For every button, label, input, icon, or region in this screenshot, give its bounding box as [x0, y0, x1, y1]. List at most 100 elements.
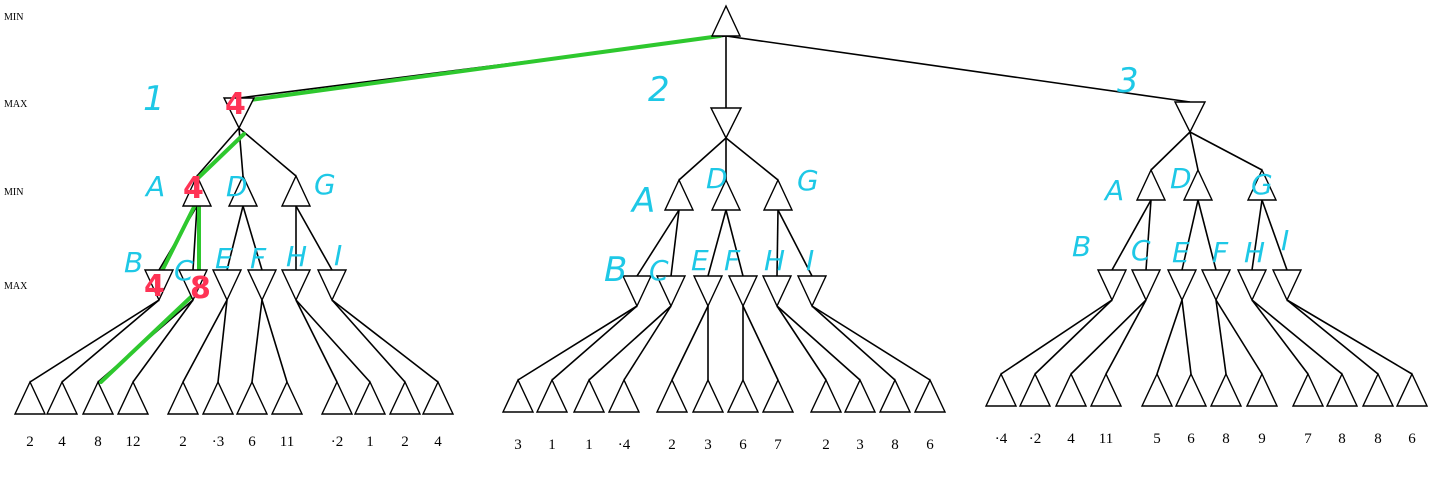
t3-max3-node-2	[1166, 269, 1198, 302]
tree-edges	[29, 35, 1413, 383]
t1-leaf-value-1: 4	[58, 434, 66, 450]
t1-min-node-1	[227, 174, 259, 207]
t3-edge-leaf-1	[1034, 299, 1113, 375]
t1-leaf-value-8: ·2	[331, 434, 344, 450]
t1-label-d: D	[226, 170, 248, 203]
t2-max-node	[709, 107, 743, 140]
t1-edge-min-2	[238, 127, 297, 177]
annotation-c-value: 8	[190, 271, 211, 306]
t3-edge-leaf-7	[1215, 299, 1263, 375]
t2-leaf-value-2: 1	[585, 437, 593, 453]
annotation-max-value: 4	[225, 87, 246, 122]
t1-label-a: A	[144, 170, 165, 203]
t2-leaf-node-10	[878, 378, 912, 413]
t3-label-g: G	[1251, 168, 1273, 201]
t3-edge-max-3	[1197, 199, 1217, 271]
t2-edge-leaf-9	[776, 305, 861, 381]
t1-edge-leaf-9	[295, 299, 371, 383]
t3-edge-min-2	[1189, 131, 1263, 171]
t2-leaf-value-6: 6	[739, 437, 747, 453]
t1-min-node-0	[181, 174, 213, 207]
t1-leaf-node-10	[388, 380, 422, 415]
t3-edge-max-0	[1111, 199, 1152, 271]
level-label-max-3: MAX	[4, 281, 28, 292]
t1-edge-leaf-11	[331, 299, 439, 383]
t1-leaf-node-8	[320, 380, 354, 415]
t2-leaf-node-2	[572, 378, 606, 413]
t3-max3-node-3	[1200, 269, 1232, 302]
t3-edge-leaf-10	[1286, 299, 1379, 375]
t2-edge-leaf-4	[671, 305, 709, 381]
t1-leaf-node-3	[116, 380, 150, 415]
t1-label-e: E	[215, 242, 233, 275]
t1-leaf-node-6	[235, 380, 269, 415]
t2-leaf-node-7	[761, 378, 795, 413]
green-path-segment-0	[248, 34, 722, 102]
t3-max3-node-1	[1130, 269, 1162, 302]
t1-max-node	[222, 97, 256, 130]
t3-edge-max-4	[1251, 199, 1263, 271]
t3-max-node	[1173, 101, 1207, 134]
t3-leaf-value-2: 4	[1067, 431, 1075, 447]
t1-label-i: I	[334, 239, 342, 272]
t3-leaf-node-7	[1245, 372, 1279, 407]
t1-edge-leaf-3	[132, 299, 194, 383]
t3-edge-min-0	[1150, 131, 1191, 171]
t1-max3-node-3	[246, 269, 278, 302]
t3-edge-max-2	[1181, 199, 1199, 271]
t3-leaf-value-8: 7	[1304, 431, 1312, 447]
t3-leaf-value-6: 8	[1222, 431, 1230, 447]
t3-edge-min-1	[1189, 131, 1199, 171]
t2-leaf-value-4: 2	[668, 437, 676, 453]
t1-leaf-value-6: 6	[248, 434, 256, 450]
t3-edge-leaf-8	[1251, 299, 1309, 375]
t2-leaf-value-7: 7	[774, 437, 782, 453]
t2-label-i: I	[806, 244, 814, 277]
t1-min-node-2	[280, 174, 312, 207]
t1-leaf-value-3: 12	[126, 434, 141, 450]
t1-leaf-value-4: 2	[179, 434, 187, 450]
t2-leaf-node-11	[913, 378, 947, 413]
t1-leaf-value-2: 8	[94, 434, 102, 450]
t1-edge-leaf-0	[29, 299, 160, 383]
t3-leaf-node-4	[1140, 372, 1174, 407]
t3-label-d: D	[1170, 162, 1192, 195]
t3-edge-leaf-5	[1181, 299, 1192, 375]
t3-edge-leaf-3	[1105, 299, 1147, 375]
t2-edge-leaf-0	[517, 305, 638, 381]
t3-edge-max-1	[1145, 199, 1152, 271]
t1-edge-max-3	[242, 205, 263, 271]
t1-label-h: H	[286, 240, 307, 273]
t2-leaf-value-0: 3	[514, 437, 522, 453]
t3-min-node-2	[1246, 168, 1278, 201]
t1-leaf-node-0	[13, 380, 47, 415]
t2-max3-node-3	[727, 275, 759, 308]
t2-max3-node-5	[796, 275, 828, 308]
subtree-number-3: 3	[1117, 61, 1139, 101]
level-label-max-1: MAX	[4, 99, 28, 110]
t2-edge-max-3	[725, 209, 744, 277]
t1-leaf-value-5: ·3	[212, 434, 225, 450]
t3-leaf-value-9: 8	[1338, 431, 1346, 447]
t1-edge-max-2	[226, 205, 244, 271]
t2-edge-leaf-1	[551, 305, 638, 381]
t1-label-b: B	[124, 246, 143, 279]
t1-label-f: F	[250, 242, 267, 275]
t1-leaf-node-11	[421, 380, 455, 415]
t2-label-e: E	[691, 244, 709, 277]
t2-label-a: A	[630, 181, 655, 221]
t2-leaf-value-8: 2	[822, 437, 830, 453]
t2-leaf-value-9: 3	[856, 437, 864, 453]
t3-leaf-node-10	[1361, 372, 1395, 407]
t3-edge-leaf-0	[1000, 299, 1113, 375]
t2-max3-node-4	[761, 275, 793, 308]
t1-edge-max-5	[295, 205, 333, 271]
t2-edge-leaf-7	[742, 305, 779, 381]
t2-label-c: C	[649, 254, 669, 287]
t2-min-node-1	[710, 178, 742, 211]
t2-edge-leaf-8	[776, 305, 827, 381]
t3-leaf-node-2	[1054, 372, 1088, 407]
t1-edge-max-1	[192, 205, 198, 271]
t2-edge-min-2	[725, 137, 779, 181]
